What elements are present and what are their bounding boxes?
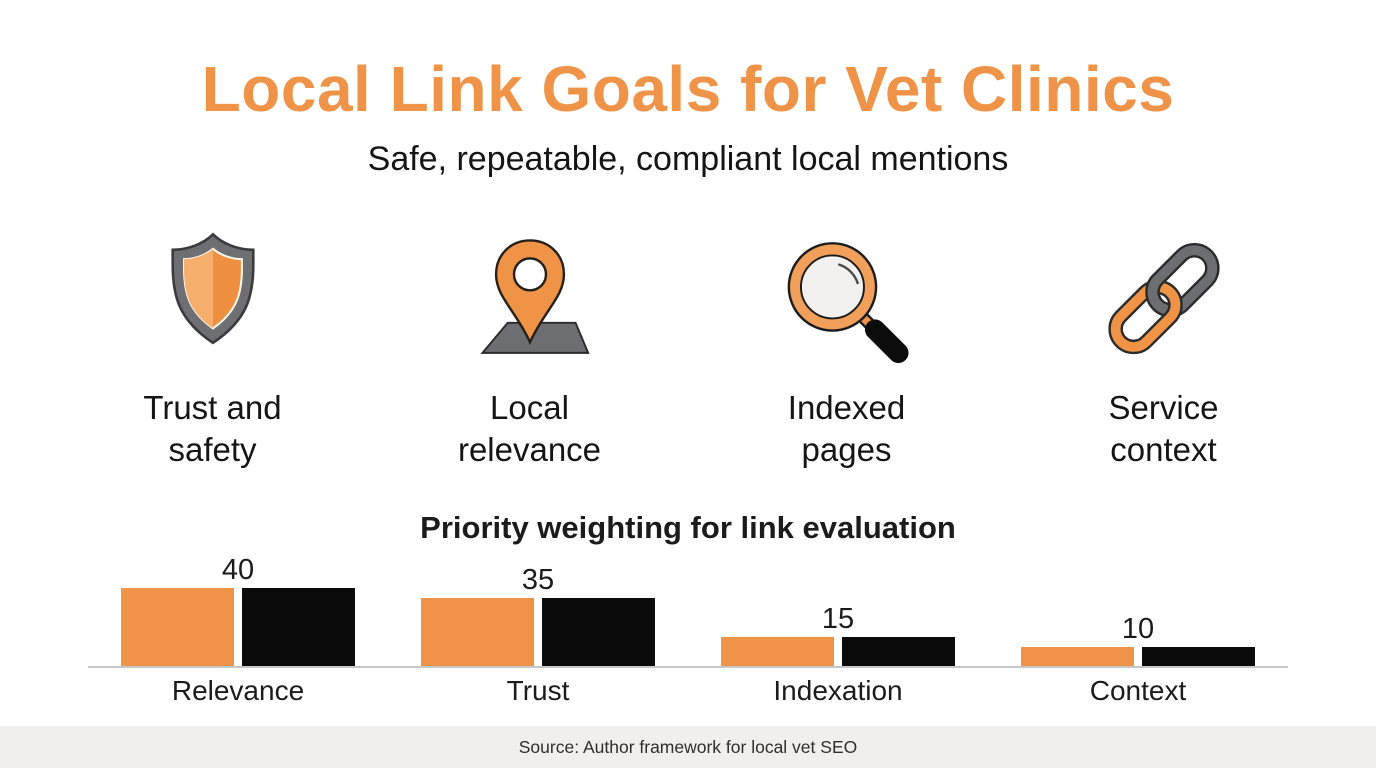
chain-link-icon: [1101, 231, 1227, 371]
bar-weight-black: [1142, 646, 1255, 666]
category-label-trust: Trust: [506, 675, 570, 706]
chart-axis-line: [88, 666, 1288, 668]
bar-pair: [421, 597, 655, 666]
category-label-indexation: Indexation: [773, 675, 903, 706]
bar-chart: 40 35 15 10: [88, 550, 1288, 666]
feature-indexed-pages: Indexed pages: [688, 231, 1005, 471]
bar-weight-black: [242, 588, 355, 666]
bar-pair: [121, 588, 355, 666]
bar-weight-orange: [721, 636, 834, 666]
bar-pair: [1021, 646, 1255, 666]
bar-value-label: 35: [521, 563, 555, 596]
category-label-relevance: Relevance: [171, 675, 305, 706]
source-text: Source: Author framework for local vet S…: [518, 736, 858, 757]
source-footer: Source: Author framework for local vet S…: [0, 726, 1376, 768]
feature-service-context: Service context: [1005, 231, 1322, 471]
bar-group-trust: 35: [388, 550, 688, 666]
feature-label: Local relevance: [457, 389, 602, 469]
bar-weight-orange: [1021, 646, 1134, 666]
shield-icon: [151, 231, 275, 371]
bar-weight-black: [842, 636, 955, 666]
page-title: Local Link Goals for Vet Clinics: [201, 53, 1175, 125]
bar-weight-black: [542, 597, 655, 666]
chart-title: Priority weighting for link evaluation: [420, 510, 956, 545]
feature-row: Trust and safety Local relevance: [54, 231, 1322, 471]
feature-label: Indexed pages: [787, 389, 906, 469]
bar-value-label: 15: [821, 602, 855, 635]
feature-label: Trust and safety: [143, 389, 282, 469]
bar-pair: [721, 636, 955, 666]
bar-value-label: 40: [221, 554, 255, 586]
category-label-context: Context: [1089, 675, 1187, 706]
bar-group-context: 10: [988, 550, 1288, 666]
bar-weight-orange: [121, 588, 234, 666]
page-subtitle: Safe, repeatable, compliant local mentio…: [367, 140, 1009, 178]
feature-local-relevance: Local relevance: [371, 231, 688, 471]
bar-group-indexation: 15: [688, 550, 988, 666]
feature-label: Service context: [1108, 389, 1219, 469]
magnifier-icon: [784, 231, 910, 371]
chart-category-row: Relevance Trust Indexation Context: [88, 675, 1288, 707]
bar-value-label: 10: [1121, 612, 1155, 645]
bar-group-relevance: 40: [88, 550, 388, 666]
feature-trust-safety: Trust and safety: [54, 231, 371, 471]
bar-weight-orange: [421, 597, 534, 666]
map-pin-icon: [467, 231, 593, 371]
